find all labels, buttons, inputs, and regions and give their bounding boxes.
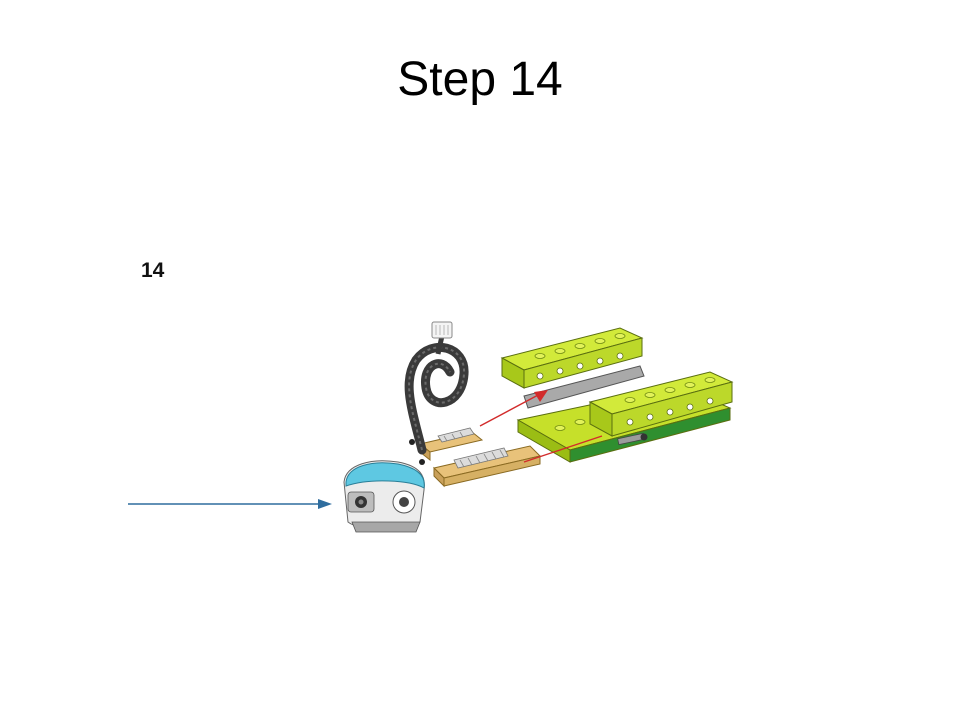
axle-peg: [617, 432, 648, 446]
slide-title: Step 14: [397, 53, 563, 106]
cable: [404, 321, 469, 455]
lime-frame: [500, 327, 734, 463]
assembly-arrows: [479, 390, 603, 463]
motion-sensor: [343, 460, 425, 533]
direction-arrow: [128, 499, 332, 509]
step-number: 14: [141, 259, 165, 282]
gear-rack: [409, 427, 541, 488]
build-step-illustration: [128, 321, 734, 533]
